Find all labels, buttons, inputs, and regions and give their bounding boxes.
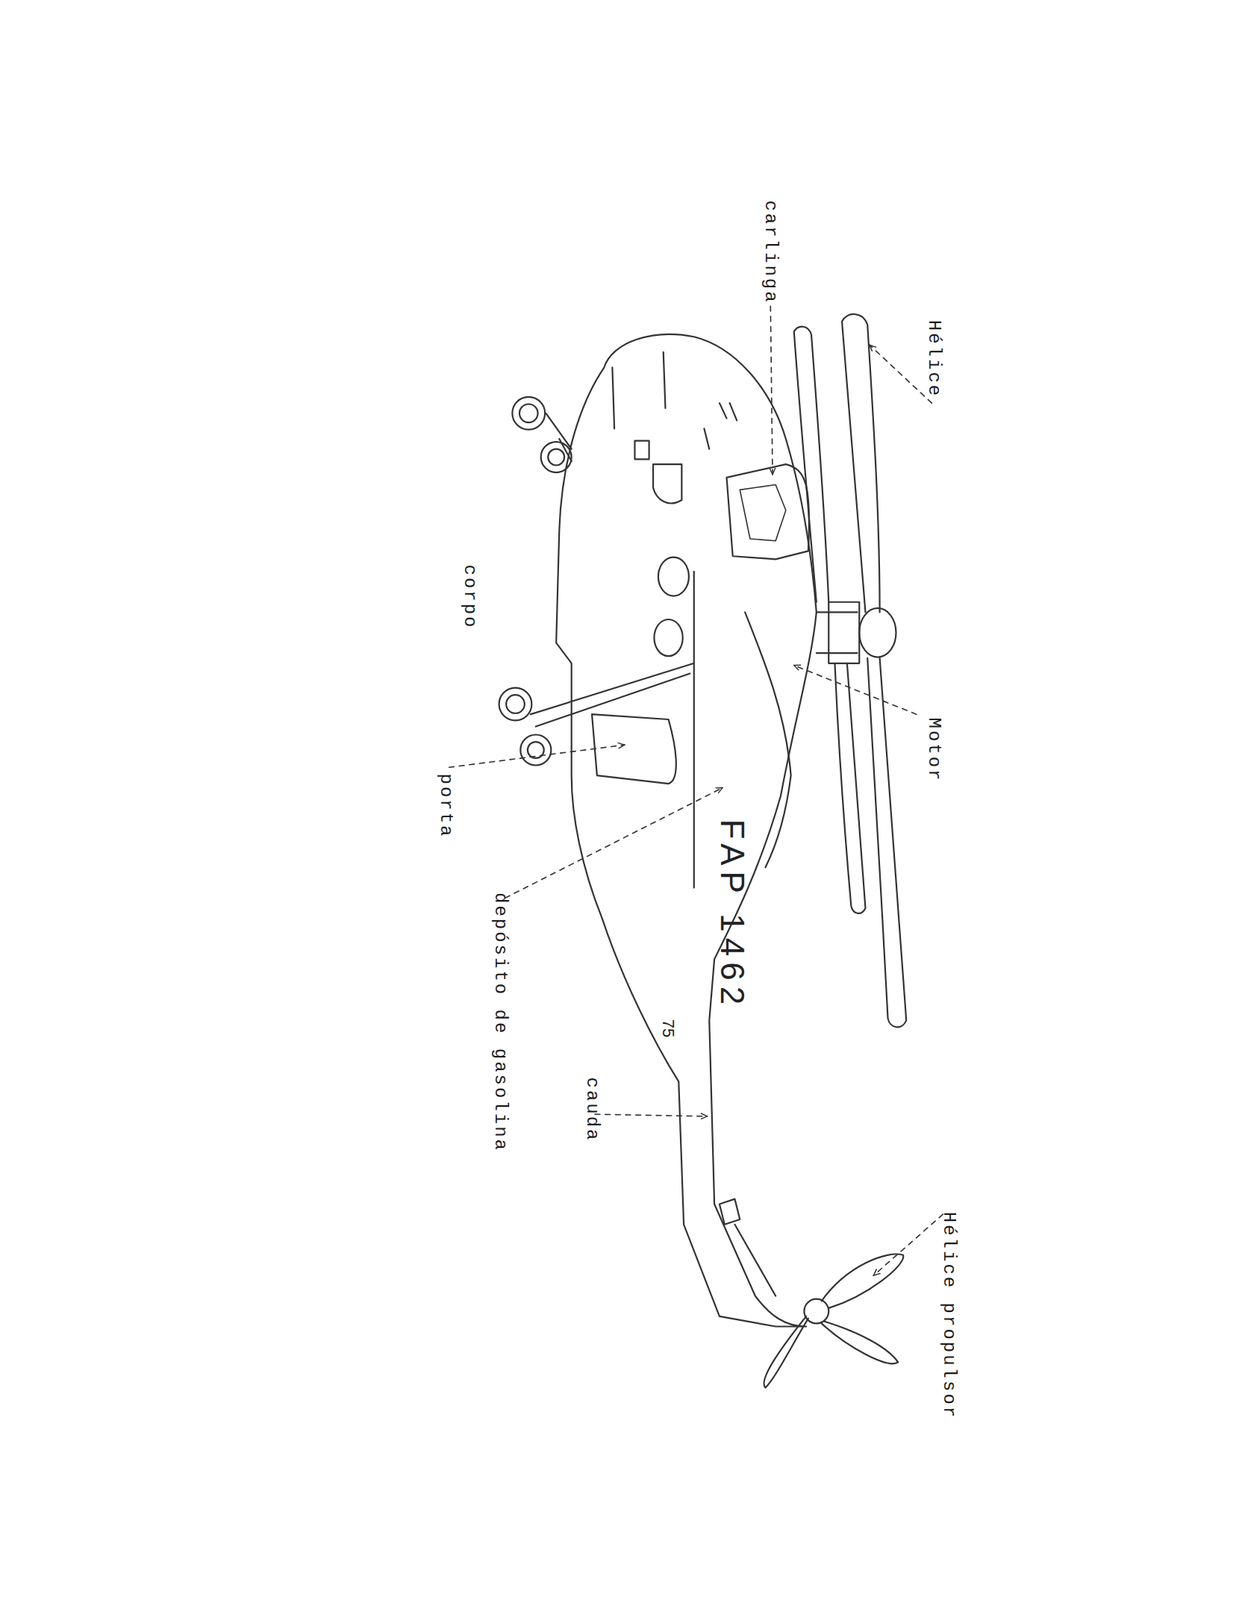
registration-marking: FAP 1462 <box>713 819 751 1011</box>
part-label: cauda <box>582 1077 603 1142</box>
part-label: corpo <box>459 564 480 630</box>
part-label: porta <box>435 773 457 839</box>
handwritten-note: 75 <box>658 1019 678 1038</box>
part-label: Hélice <box>924 320 945 398</box>
part-label: carlinga <box>760 200 781 304</box>
part-label: Hélice propulsor <box>938 1212 960 1420</box>
part-label: depósito de gasolina <box>490 892 511 1153</box>
part-label: Motor <box>924 717 945 783</box>
